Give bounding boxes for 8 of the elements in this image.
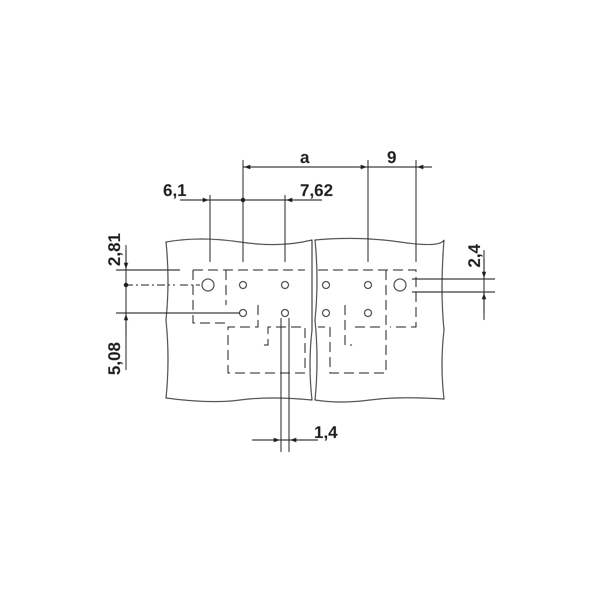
dimension-value: a <box>300 149 310 166</box>
dimension-value: 5,08 <box>106 342 123 376</box>
dimension-value: 2,4 <box>466 244 483 268</box>
dimension-value: 9 <box>387 149 396 166</box>
dimension-value: 2,81 <box>106 233 123 266</box>
dimension-value: 1,4 <box>314 424 338 441</box>
dimension-value: 6,1 <box>163 182 187 199</box>
dimension-value: 7,62 <box>300 182 334 199</box>
